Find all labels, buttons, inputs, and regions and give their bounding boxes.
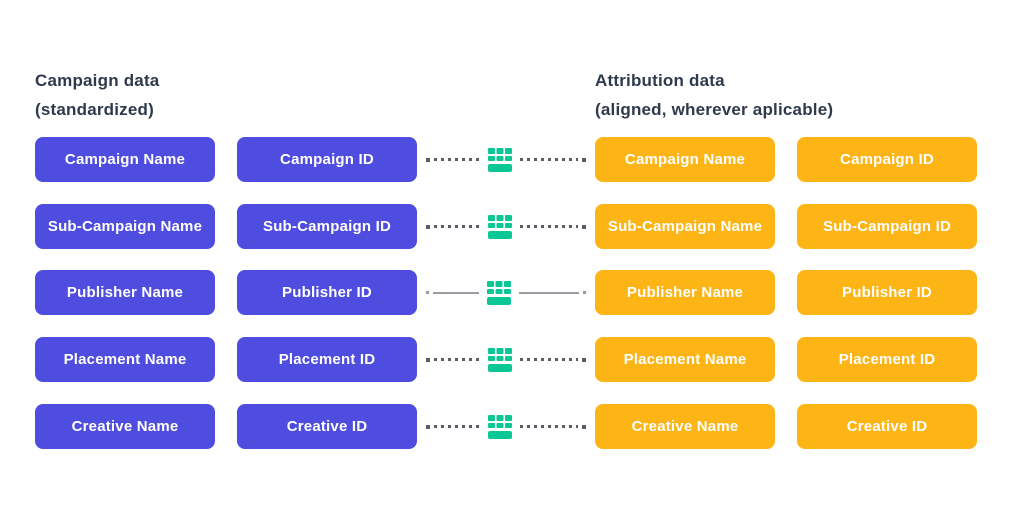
connector [426, 279, 586, 307]
field-box: Sub-Campaign Name [595, 204, 775, 249]
field-box: Placement Name [595, 337, 775, 382]
field-box: Creative Name [35, 404, 215, 449]
connector-endpoint [426, 224, 430, 229]
field-box: Creative Name [595, 404, 775, 449]
connector-endpoint [426, 291, 429, 294]
connector-line [519, 291, 579, 294]
field-box: Sub-Campaign ID [797, 204, 977, 249]
table-icon [488, 347, 512, 372]
field-box: Publisher Name [35, 270, 215, 315]
field-box: Creative ID [797, 404, 977, 449]
connector [426, 146, 586, 174]
connector [426, 346, 586, 374]
connector-line [520, 158, 578, 161]
connector-endpoint [582, 224, 586, 229]
connector-line [520, 225, 578, 228]
table-icon [487, 280, 511, 305]
connector-endpoint [582, 157, 586, 162]
table-icon [488, 214, 512, 239]
field-box: Sub-Campaign ID [237, 204, 417, 249]
campaign-data-title: Campaign data [35, 71, 160, 90]
connector-line [434, 158, 480, 161]
connector-line [520, 358, 578, 361]
connector-line [434, 225, 480, 228]
field-box: Campaign ID [237, 137, 417, 182]
connector-line [434, 358, 480, 361]
connector [426, 213, 586, 241]
field-box: Placement Name [35, 337, 215, 382]
field-box: Placement ID [237, 337, 417, 382]
connector [426, 413, 586, 441]
connector-endpoint [582, 424, 586, 429]
field-box: Campaign Name [35, 137, 215, 182]
connector-endpoint [583, 291, 586, 294]
field-box: Placement ID [797, 337, 977, 382]
diagram-row-placement: Placement Name Placement ID Placement Na… [0, 337, 1024, 382]
field-box: Campaign Name [595, 137, 775, 182]
diagram-row-creative: Creative Name Creative ID Creative Name … [0, 404, 1024, 449]
field-box: Publisher ID [797, 270, 977, 315]
diagram-row-publisher: Publisher Name Publisher ID Publisher Na… [0, 270, 1024, 315]
diagram-row-sub-campaign: Sub-Campaign Name Sub-Campaign ID Sub-Ca… [0, 204, 1024, 249]
connector-line [433, 291, 479, 294]
connector-endpoint [426, 357, 430, 362]
table-icon [488, 147, 512, 172]
field-box: Publisher ID [237, 270, 417, 315]
campaign-data-header: Campaign data (standardized) [35, 66, 375, 124]
field-box: Publisher Name [595, 270, 775, 315]
connector-endpoint [582, 357, 586, 362]
campaign-data-subtitle: (standardized) [35, 100, 154, 119]
connector-endpoint [426, 157, 430, 162]
connector-endpoint [426, 424, 430, 429]
field-box: Campaign ID [797, 137, 977, 182]
diagram-row-campaign: Campaign Name Campaign ID Campaign Name … [0, 137, 1024, 182]
attribution-data-header: Attribution data (aligned, wherever apli… [595, 66, 995, 124]
connector-line [520, 425, 578, 428]
attribution-data-subtitle: (aligned, wherever aplicable) [595, 100, 834, 119]
field-box: Creative ID [237, 404, 417, 449]
table-icon [488, 414, 512, 439]
connector-line [434, 425, 480, 428]
field-box: Sub-Campaign Name [35, 204, 215, 249]
attribution-data-title: Attribution data [595, 71, 725, 90]
